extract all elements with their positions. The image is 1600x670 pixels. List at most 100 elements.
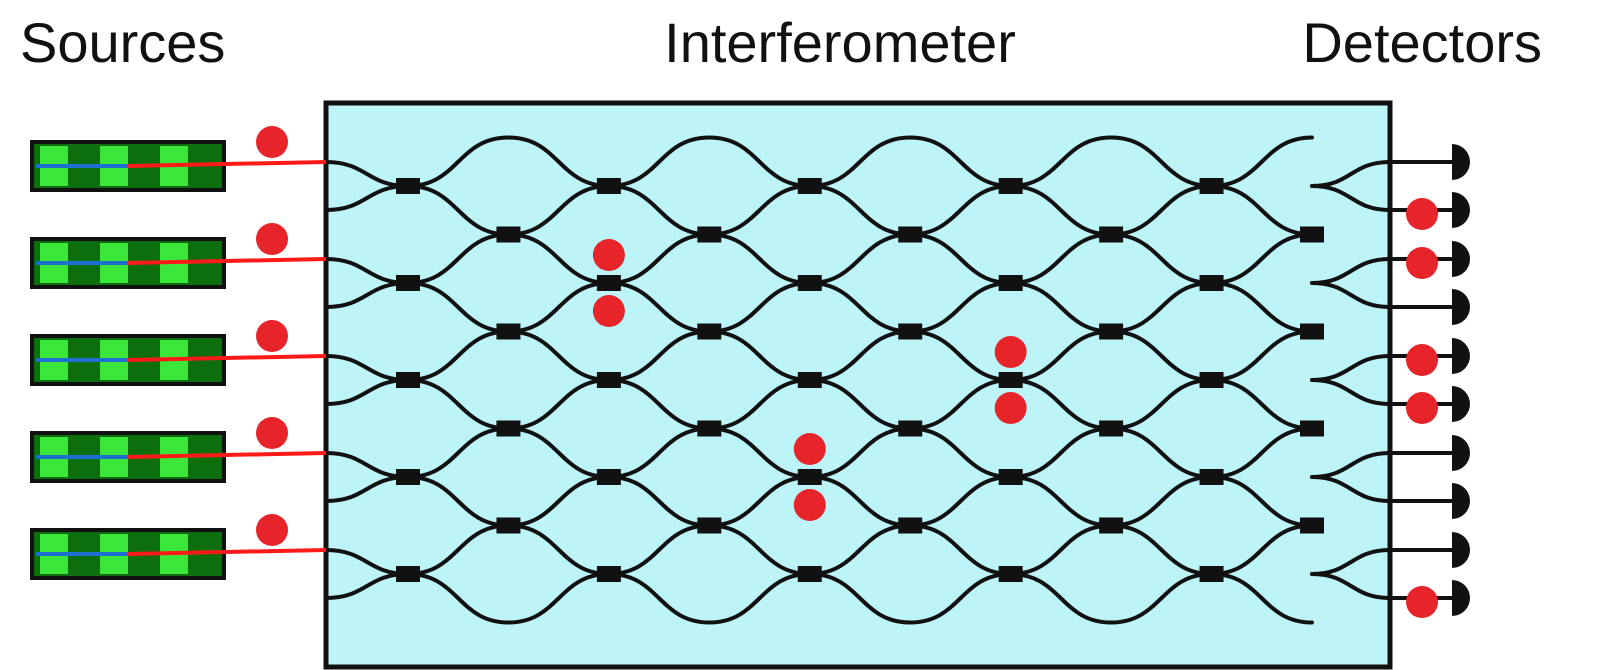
photon-source	[30, 334, 327, 386]
waveguide-edge-arc	[406, 135, 611, 188]
waveguide-segment	[606, 232, 712, 285]
beamsplitter	[898, 323, 923, 340]
waveguide-segment	[406, 378, 511, 431]
photon-source	[30, 528, 327, 580]
beamsplitter	[396, 469, 420, 485]
waveguide-segment	[807, 426, 913, 479]
beamsplitter	[697, 323, 722, 340]
detectors-label: Detectors	[1302, 11, 1542, 74]
beamsplitter	[596, 275, 621, 291]
waveguide-segment	[506, 184, 611, 237]
beamsplitter	[898, 420, 923, 437]
waveguide-segment	[908, 378, 1013, 431]
beamsplitter	[1300, 420, 1324, 437]
waveguide-segment	[406, 523, 511, 576]
output-waveguide	[1310, 475, 1454, 503]
beamsplitter	[496, 323, 521, 340]
waveguide-segment	[506, 281, 611, 334]
waveguide-segment	[606, 184, 712, 237]
beamsplitter	[1300, 517, 1324, 534]
output-waveguide	[1310, 548, 1454, 576]
waveguide-segment	[1209, 426, 1314, 479]
beamsplitter	[596, 469, 621, 485]
bunched-photon	[793, 433, 826, 465]
detected-photon	[1406, 586, 1438, 618]
beamsplitter	[396, 178, 420, 194]
detected-photon	[1406, 392, 1438, 424]
waveguide-segment	[406, 184, 511, 237]
waveguide-edge-arc	[606, 572, 812, 625]
waveguide-segment	[807, 232, 913, 285]
waveguide-segment	[1008, 426, 1114, 479]
waveguide-segment	[1109, 523, 1214, 576]
output-waveguide	[1310, 451, 1454, 479]
beamsplitter	[1199, 275, 1224, 291]
waveguide-segment	[1008, 281, 1114, 334]
waveguide-segment	[1008, 378, 1114, 431]
beamsplitter	[697, 517, 722, 534]
beamsplitter	[898, 226, 923, 243]
waveguide-edge-arc	[606, 135, 812, 188]
beamsplitter	[797, 372, 822, 388]
beamsplitter	[396, 372, 420, 388]
beamsplitter	[596, 372, 621, 388]
waveguide-segment	[707, 426, 812, 479]
waveguide-segment	[506, 378, 611, 431]
beamsplitter	[998, 566, 1023, 582]
waveguide-segment	[1109, 232, 1214, 285]
waveguide-segment	[807, 523, 913, 576]
detector	[1452, 435, 1470, 471]
beamsplitter-array	[396, 178, 1324, 582]
output-waveguide	[1310, 257, 1454, 285]
beamsplitter	[998, 469, 1023, 485]
waveguide-segment	[908, 281, 1013, 334]
detector	[1452, 532, 1470, 568]
waveguide-segment	[1008, 184, 1114, 237]
detector	[1452, 338, 1470, 374]
waveguide-segment	[1209, 135, 1314, 188]
detector	[1452, 241, 1470, 277]
bunched-photon	[592, 295, 625, 327]
waveguide-segment	[707, 523, 812, 576]
detector	[1452, 289, 1470, 325]
waveguide-segment	[1209, 184, 1314, 237]
beamsplitter	[1199, 372, 1224, 388]
waveguide-segment	[506, 475, 611, 528]
waveguide-segment	[908, 184, 1013, 237]
waveguide-segment	[1209, 523, 1314, 576]
beamsplitter	[1099, 323, 1124, 340]
waveguide-segment	[1109, 281, 1214, 334]
output-waveguide	[1310, 281, 1454, 309]
beamsplitter	[797, 178, 822, 194]
output-waveguide	[1310, 378, 1454, 406]
photon-source-array	[30, 140, 327, 580]
waveguide-segment	[707, 281, 812, 334]
photon-source	[30, 431, 327, 483]
output-waveguide	[1310, 354, 1454, 382]
beamsplitter	[998, 178, 1023, 194]
source-photon	[256, 417, 288, 449]
waveguide-segment	[807, 475, 913, 528]
waveguide-segment	[908, 329, 1013, 382]
waveguide-segment	[506, 523, 611, 576]
waveguide-segment	[406, 475, 511, 528]
source-output-line	[127, 548, 327, 556]
source-photon	[256, 223, 288, 255]
beamsplitter	[797, 275, 822, 291]
waveguide-segment	[707, 184, 812, 237]
beamsplitter	[1099, 226, 1124, 243]
beamsplitter	[1300, 226, 1324, 243]
waveguide-segment	[807, 281, 913, 334]
photon-source	[30, 140, 327, 192]
beamsplitter	[697, 420, 722, 437]
beamsplitter	[797, 566, 822, 582]
waveguide-segment	[908, 426, 1013, 479]
detector	[1452, 144, 1470, 180]
waveguide-segment	[1109, 475, 1214, 528]
beamsplitter	[1199, 469, 1224, 485]
beamsplitter	[396, 275, 420, 291]
waveguide-segment	[506, 426, 611, 479]
waveguide-segment	[506, 329, 611, 382]
waveguide-segment	[606, 281, 712, 334]
